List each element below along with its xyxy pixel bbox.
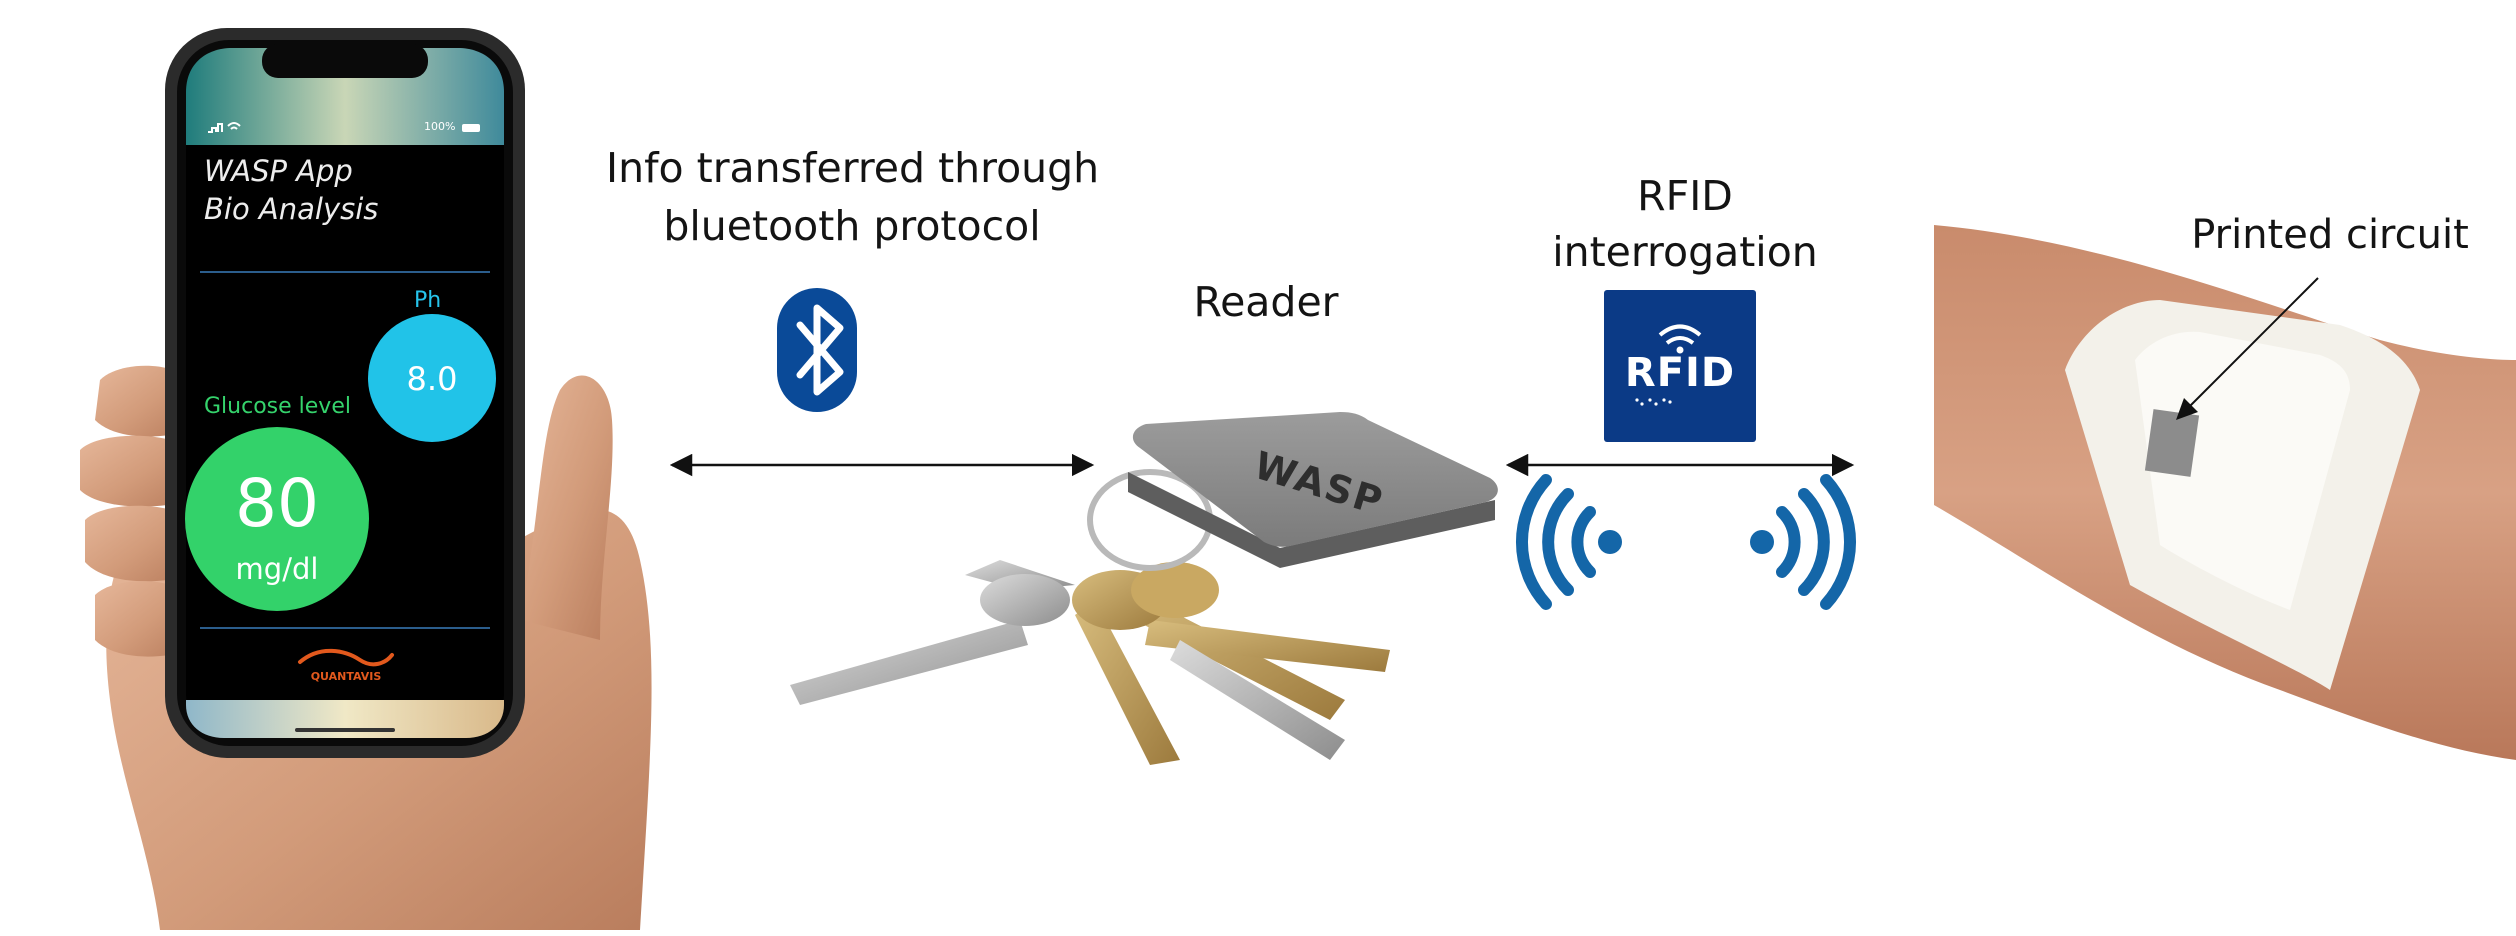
wasp-reader-device [1128,412,1498,568]
reader-caption: Reader [1193,278,1339,326]
wireless-waves-right-icon [1750,474,1857,610]
screen-bottom-wallpaper [186,696,504,738]
printed-circuit-pointer [2187,277,2319,409]
wireless-waves-left-icon [1515,474,1622,610]
quantavis-logo-icon [298,648,394,667]
ph-label: Ph [414,288,442,313]
home-indicator [295,728,395,732]
rfid-badge-text: RFID [1624,350,1736,396]
bandage-pad [2135,331,2350,610]
key-brass-2 [1115,590,1345,720]
hand-thumb [520,375,613,640]
status-battery-text: 100% [424,120,456,133]
key-brass-3 [1145,620,1390,672]
app-title-line2: Bio Analysis [204,192,379,226]
smartphone [165,28,525,758]
bluetooth-caption-line1: Info transferred through [606,144,1100,192]
rfid-badge-wave-2 [1665,336,1695,345]
forearm-with-patch [1934,225,2516,760]
hand-finger-3 [85,505,190,582]
ph-value[interactable]: 8.0 [406,360,458,398]
glucose-label: Glucose level [204,394,351,419]
key-ring [790,469,1390,765]
glucose-unit: mg/dl [235,552,319,586]
bluetooth-icon [777,288,857,412]
printed-circuit-arrowhead [2176,398,2198,420]
printed-circuit-chip [2144,409,2200,477]
wifi-status-icon [227,122,241,130]
quantavis-brand-text: QUANTAVIS [310,670,382,683]
rfid-icon [1604,290,1756,442]
rfid-badge-braille [1635,398,1672,406]
keys [790,560,1390,765]
reader-side [1128,472,1495,568]
reader-top [1132,412,1498,547]
key-brass-1 [1075,600,1180,765]
printed-circuit-caption: Printed circuit [2191,212,2469,258]
glucose-value[interactable]: 80 [235,465,319,542]
rfid-badge-dot [1676,346,1684,354]
key-silver-left [790,620,1028,705]
rfid-caption-line2: interrogation [1552,228,1818,276]
ph-circle[interactable] [368,314,496,442]
rfid-caption-line1: RFID [1637,172,1733,220]
hand-finger-2 [80,435,190,507]
key-head-2 [1131,562,1219,618]
battery-icon [462,124,480,132]
signal-icon [208,123,223,133]
rfid-badge-wave-1 [1658,324,1702,337]
key-head-3 [980,574,1070,626]
app-title-line1: WASP App [204,154,353,188]
phone-notch [262,44,428,78]
key-silver-right [1170,640,1345,760]
screen-top-wallpaper [186,48,504,145]
glucose-circle[interactable] [185,427,369,611]
bluetooth-caption-line2: bluetooth protocol [663,202,1041,250]
